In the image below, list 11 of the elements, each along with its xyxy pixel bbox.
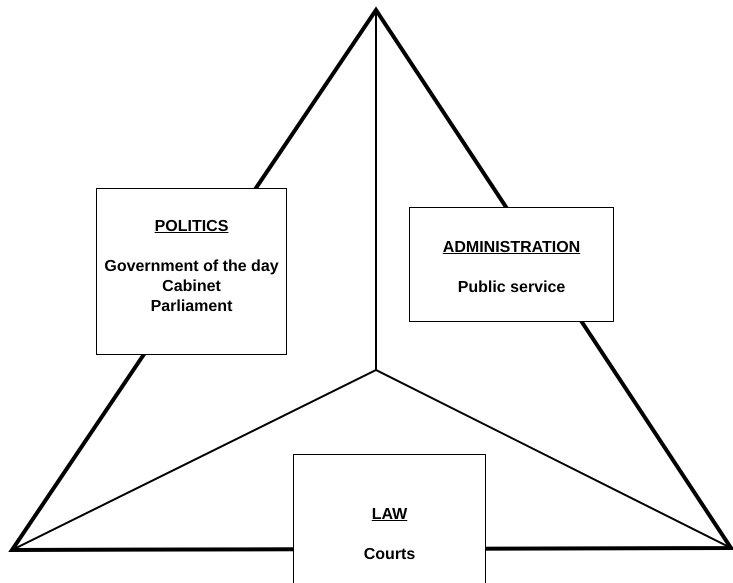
heading: ADMINISTRATION (442, 238, 580, 258)
body-text: Public service (458, 278, 566, 298)
text-box (409, 207, 614, 322)
heading: POLITICS (154, 217, 228, 237)
body-text: Government of the day (104, 257, 279, 277)
body-text: Parliament (150, 297, 232, 317)
heading: LAW (372, 505, 408, 525)
text-box (293, 454, 486, 583)
body-text: Courts (364, 545, 416, 565)
text-box (96, 188, 287, 355)
body-text: Cabinet (162, 277, 221, 297)
